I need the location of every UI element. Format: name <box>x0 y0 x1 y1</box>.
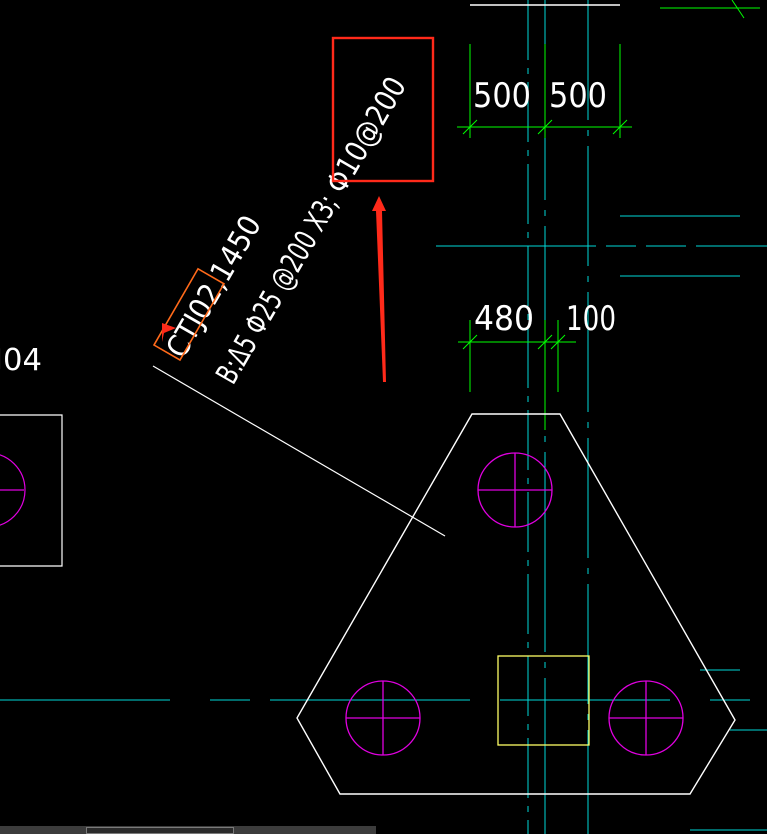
column-outline <box>497 655 590 746</box>
red-highlight-box <box>331 36 435 183</box>
dim-label-480: 480 <box>474 299 534 339</box>
red-flag-icon <box>162 323 176 342</box>
pile-top <box>477 452 553 528</box>
left-cap-pile <box>0 454 26 526</box>
tag-highlight-box <box>152 267 226 362</box>
dimension-480-100 <box>458 320 576 430</box>
dim-label-500-left: 500 <box>473 76 531 116</box>
status-bar <box>0 826 376 834</box>
leader-line <box>152 365 446 537</box>
status-bar-tab[interactable] <box>86 827 234 834</box>
red-up-arrow-icon <box>372 196 386 382</box>
pile-bottom-left <box>345 680 421 756</box>
left-cap-tag: J04 <box>0 343 42 378</box>
pile-bottom-right <box>608 680 684 756</box>
dimension-500-500 <box>457 44 632 138</box>
top-right-dimension <box>660 0 760 19</box>
pile-cap-outline <box>296 413 736 795</box>
left-cap-outline <box>0 414 63 567</box>
dim-label-500-right: 500 <box>549 76 607 116</box>
dim-label-100: 100 <box>566 299 616 339</box>
